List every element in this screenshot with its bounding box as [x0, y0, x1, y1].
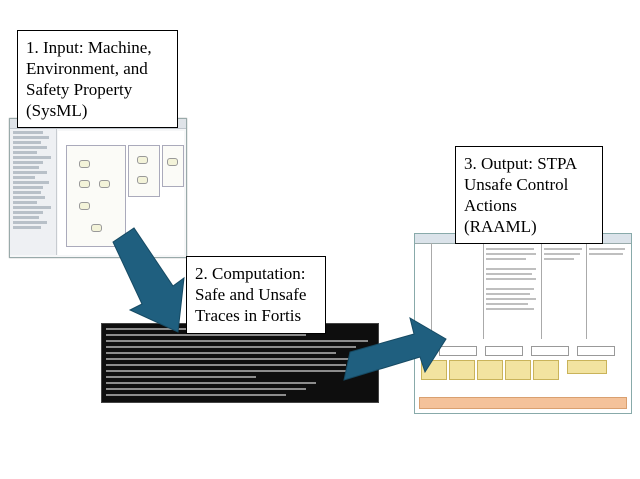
- computation-to-output-arrow: [343, 316, 447, 381]
- input-to-computation-arrow: [112, 227, 185, 333]
- computation-callout-line: 2. Computation:: [195, 264, 306, 283]
- input-callout-line: 1. Input: Machine,: [26, 38, 152, 57]
- input-callout-line: Safety Property: [26, 80, 133, 99]
- input-callout-line: (SysML): [26, 101, 88, 120]
- uca-box: [567, 360, 607, 374]
- sysml-model-tree: [10, 129, 57, 255]
- computation-callout: 2. Computation: Safe and Unsafe Traces i…: [186, 256, 326, 334]
- fortis-terminal-screenshot: [101, 323, 379, 403]
- input-callout: 1. Input: Machine, Environment, and Safe…: [17, 30, 178, 128]
- sysml-diagram-canvas: [58, 131, 184, 255]
- output-callout-line: (RAAML): [464, 217, 537, 236]
- raaml-table-screenshot: [414, 233, 632, 414]
- uca-box: [449, 360, 475, 380]
- computation-callout-line: Safe and Unsafe: [195, 285, 307, 304]
- table-column: [541, 243, 587, 339]
- output-callout-line: 3. Output: STPA: [464, 154, 578, 173]
- computation-callout-line: Traces in Fortis: [195, 306, 302, 325]
- uca-box: [533, 360, 559, 380]
- table-column: [483, 243, 542, 339]
- table-column: [415, 243, 432, 339]
- output-callout: 3. Output: STPA Unsafe Control Actions (…: [455, 146, 603, 244]
- table-column: [431, 243, 484, 339]
- raaml-footer-bar: [419, 397, 627, 409]
- uca-box: [477, 360, 503, 380]
- input-callout-line: Environment, and: [26, 59, 148, 78]
- uca-box: [505, 360, 531, 380]
- output-callout-line: Actions: [464, 196, 517, 215]
- state-machine-block: [162, 145, 184, 187]
- state-machine-block: [128, 145, 160, 197]
- state-machine-block: [66, 145, 126, 247]
- output-callout-line: Unsafe Control: [464, 175, 569, 194]
